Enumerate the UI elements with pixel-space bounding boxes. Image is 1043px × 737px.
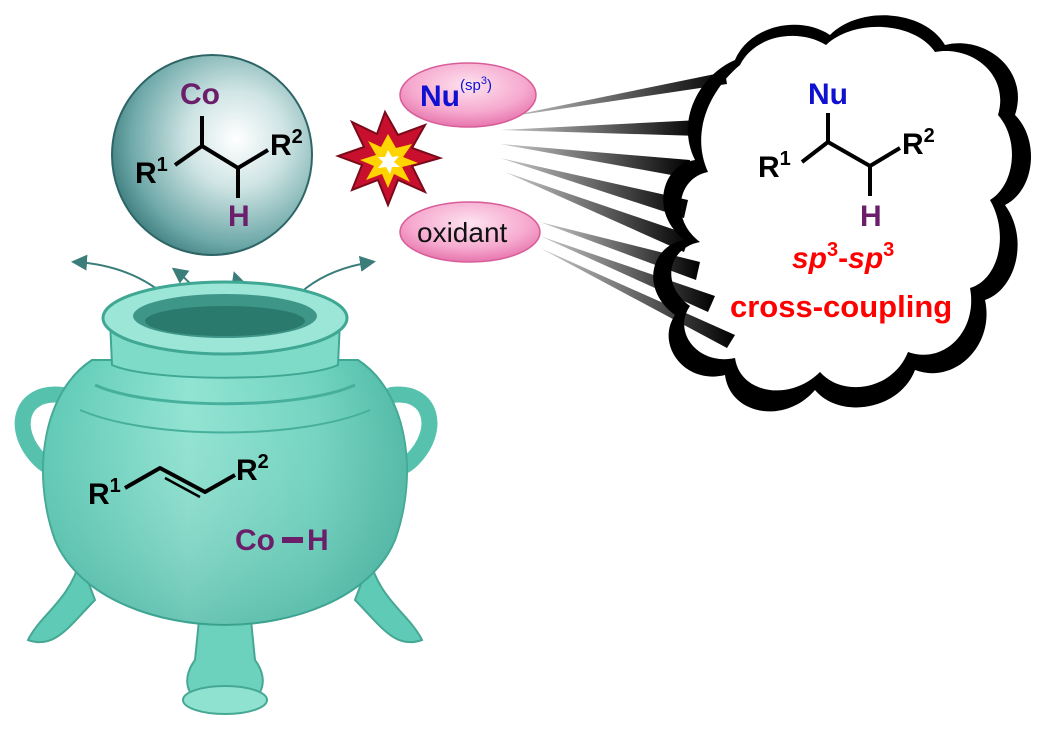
product-h-label: H (860, 200, 882, 233)
nucleophile-pill: Nu(sp3) (399, 62, 537, 128)
thought-cloud-icon (653, 15, 1032, 412)
pot-icon (14, 280, 438, 715)
product-nu-label: Nu (808, 78, 848, 111)
sphere-icon (111, 54, 313, 256)
alkene-r2-label: R2 (236, 451, 269, 487)
intermediate-h-label: H (228, 200, 250, 233)
product-structure: Nu R1 R2 H sp3-sp3 cross-coupling (730, 78, 952, 324)
intermediate-structure: Co R1 R2 H (135, 78, 303, 233)
cross-coupling-label: cross-coupling (730, 289, 952, 324)
intermediate-r1-label: R1 (135, 154, 168, 190)
alkene-structure: R1 R2 (88, 451, 269, 511)
explosion-icon (335, 109, 444, 208)
nucleophile-label: Nu(sp3) (420, 75, 492, 113)
product-r1-label: R1 (758, 148, 791, 184)
alkene-r1-label: R1 (88, 475, 121, 511)
product-r2-label: R2 (902, 125, 935, 161)
cobalt-hydride-co-label: Co (235, 524, 275, 557)
oxidant-pill: oxidant (399, 201, 541, 263)
cobalt-hydride: Co H (235, 524, 329, 557)
fan-lines (500, 72, 735, 348)
cobalt-hydride-h-label: H (307, 524, 329, 557)
intermediate-co-label: Co (180, 78, 220, 111)
intermediate-r2-label: R2 (270, 126, 303, 162)
coupling-type-label: sp3-sp3 (792, 239, 894, 275)
oxidant-label: oxidant (417, 217, 508, 248)
